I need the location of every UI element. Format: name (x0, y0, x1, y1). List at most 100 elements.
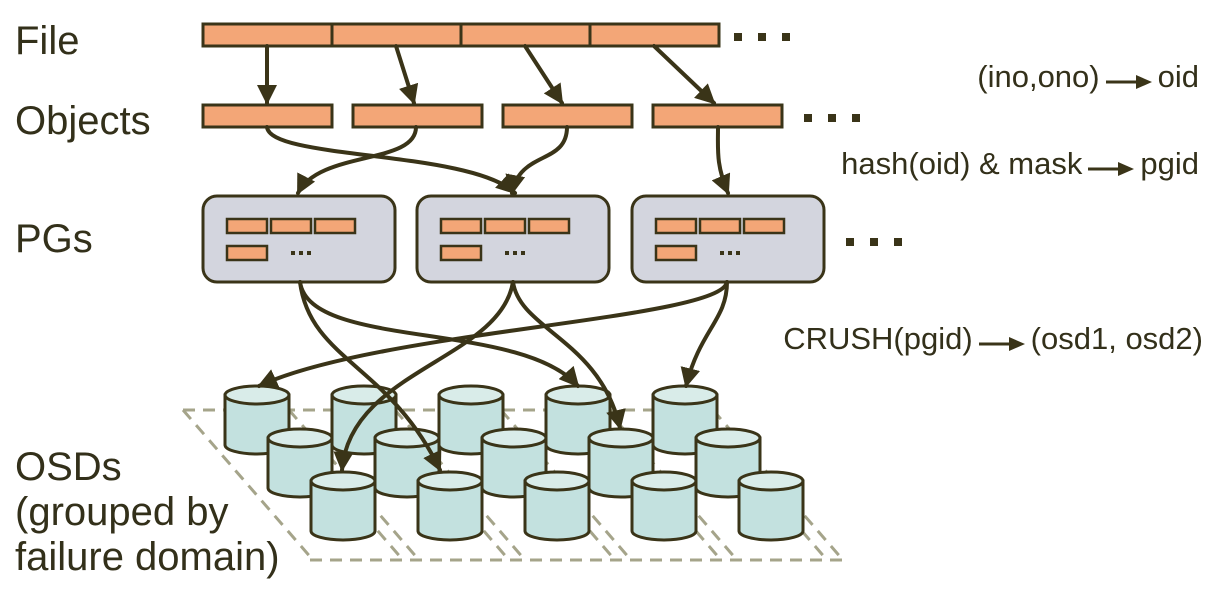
label-osds-failure-domain: failure domain) (15, 535, 280, 579)
mapping-arrows (257, 44, 731, 472)
object-block (501, 103, 634, 129)
pg-object (654, 217, 698, 235)
right-arrow-icon (1088, 149, 1135, 183)
formula-crush-from: CRUSH(pgid) (783, 321, 973, 356)
osd-cluster (223, 384, 805, 542)
right-arrow-icon (1105, 62, 1152, 96)
osd-top (737, 470, 805, 492)
osd-top (223, 384, 291, 406)
pg-ellipsis-dot (505, 251, 509, 255)
mapping-arrow (296, 125, 418, 195)
label-osds-grouped: (grouped by (15, 490, 229, 534)
pg-ellipsis-dot (521, 251, 525, 255)
pg-object (439, 244, 483, 262)
mapping-arrow (298, 280, 580, 388)
objects-ellipsis (804, 114, 860, 122)
ellipsis-dot (870, 238, 878, 246)
grid-divider (499, 409, 633, 561)
mapping-arrow (652, 44, 716, 105)
file-segment (201, 22, 334, 48)
pg-object (483, 217, 527, 235)
formula-oid-to: oid (1157, 59, 1199, 94)
pgs-ellipsis (846, 238, 902, 246)
mapping-arrow (394, 44, 419, 105)
right-arrow-icon (978, 324, 1025, 358)
placement-group (630, 194, 826, 284)
osd-top (587, 427, 655, 449)
osd-top (544, 384, 612, 406)
pg-object (698, 217, 742, 235)
object-block (651, 103, 784, 129)
label-objects: Objects (15, 99, 151, 143)
ellipsis-dot (734, 33, 742, 41)
grid-divider (483, 409, 617, 561)
pg-ellipsis-dot (513, 251, 517, 255)
osd-top (651, 384, 719, 406)
osd-cylinder (309, 470, 377, 542)
pg-object (225, 217, 269, 235)
mapping-arrow (298, 280, 442, 472)
osd-cylinder (737, 470, 805, 542)
grid-divider (393, 409, 527, 561)
osd-body (737, 479, 805, 542)
osd-body (416, 479, 484, 542)
placement-group (201, 194, 397, 284)
ellipsis-dot (846, 238, 854, 246)
osd-top (523, 470, 591, 492)
grid-divider (711, 409, 845, 561)
formula-crush-to: (osd1, osd2) (1030, 321, 1203, 356)
grid-divider (181, 409, 315, 561)
pg-ellipsis-dot (720, 251, 724, 255)
pg-ellipsis-dot (736, 251, 740, 255)
mapping-arrow (333, 280, 515, 472)
mapping-arrow (523, 44, 564, 105)
label-file: File (15, 19, 80, 63)
grid-divider (589, 409, 723, 561)
pg-box (415, 194, 611, 284)
file-bar (201, 22, 721, 48)
osd-cylinder (416, 470, 484, 542)
pg-object (654, 244, 698, 262)
label-osds: OSDs (15, 445, 122, 489)
osd-top (480, 427, 548, 449)
pg-ellipsis-dot (291, 251, 295, 255)
osd-cylinder (523, 470, 591, 542)
osd-top (437, 384, 505, 406)
placement-groups-row (201, 194, 826, 284)
pg-box (201, 194, 397, 284)
pg-object (313, 217, 357, 235)
file-segment (588, 22, 721, 48)
grid-divider (287, 409, 421, 561)
formula-oid: (ino,ono)oid (977, 60, 1199, 96)
formula-crush: CRUSH(pgid) (osd1, osd2) (783, 322, 1203, 358)
grid-divider (377, 409, 511, 561)
osd-body (630, 479, 698, 542)
ellipsis-dot (852, 114, 860, 122)
label-pgs: PGs (15, 217, 93, 261)
pg-object (225, 244, 269, 262)
pg-object (527, 217, 571, 235)
mapping-arrow (511, 280, 626, 430)
file-segment (330, 22, 463, 48)
object-block (351, 103, 484, 129)
ellipsis-dot (828, 114, 836, 122)
mapping-arrow (711, 125, 731, 195)
osd-cylinder (630, 470, 698, 542)
pg-object (269, 217, 313, 235)
grid-divider (605, 409, 739, 561)
placement-group (415, 194, 611, 284)
formula-pgid-to: pgid (1140, 146, 1199, 181)
grid-divider (695, 409, 829, 561)
osd-top (266, 427, 334, 449)
object-block (201, 103, 334, 129)
ellipsis-dot (804, 114, 812, 122)
file-ellipsis (734, 33, 790, 41)
osd-top (373, 427, 441, 449)
grid-divider (271, 409, 405, 561)
ellipsis-dot (894, 238, 902, 246)
osd-top (416, 470, 484, 492)
osd-top (630, 470, 698, 492)
pg-box (630, 194, 826, 284)
